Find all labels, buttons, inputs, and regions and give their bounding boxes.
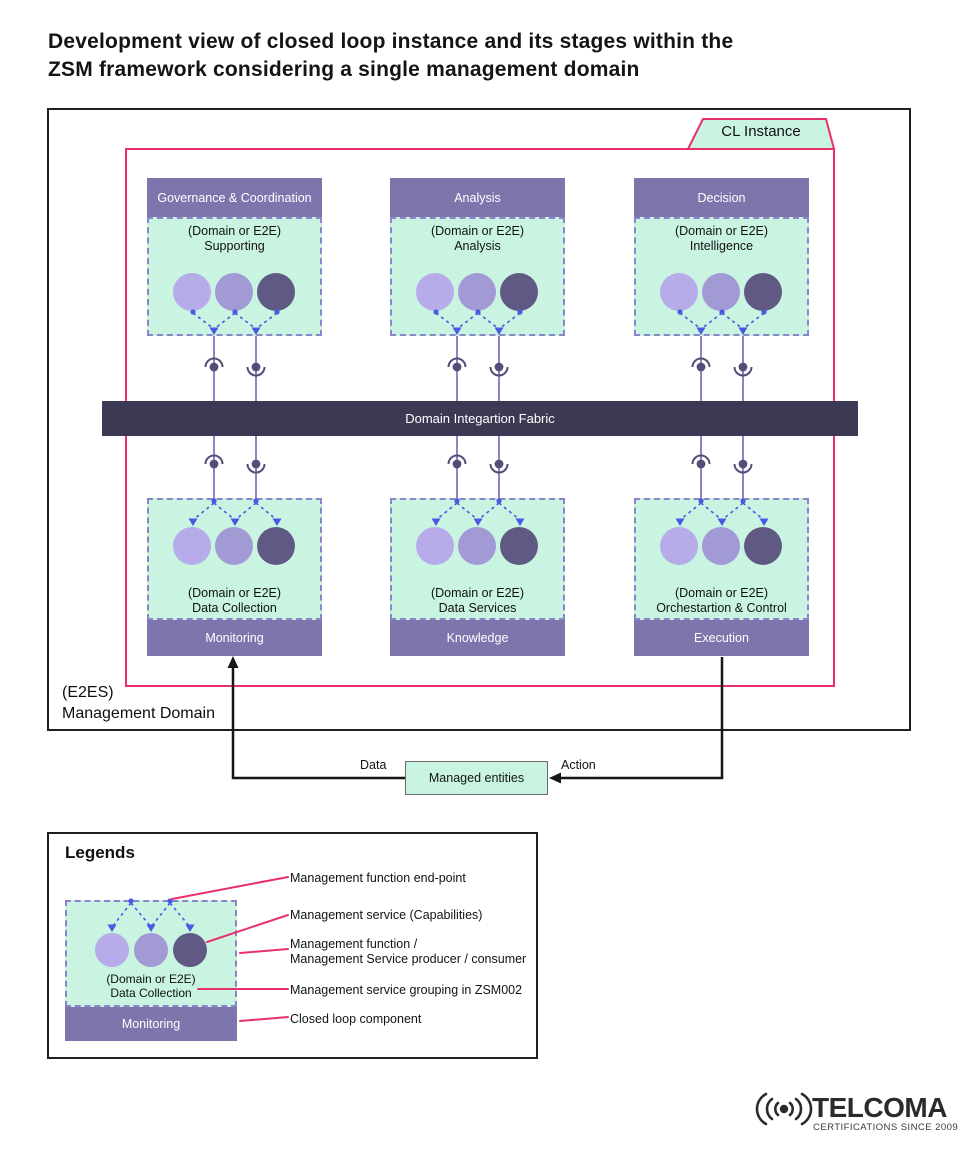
group-name: Orchestartion & Control (656, 600, 787, 615)
management-function-circle (416, 273, 454, 311)
management-function-circle (458, 273, 496, 311)
management-function-circle (744, 273, 782, 311)
management-domain-box (47, 108, 911, 731)
management-functions (95, 933, 207, 967)
management-functions (173, 527, 295, 565)
e2es-label: (E2ES) (62, 684, 114, 701)
legend-item-cl-component: Closed loop component (290, 1012, 422, 1026)
stage-governance-coordination: Governance & Coordination (Domain or E2E… (147, 178, 322, 336)
management-service-group: (Domain or E2E)Data Collection (65, 900, 237, 1007)
cl-instance-label: CL Instance (721, 123, 801, 140)
management-function-circle (702, 527, 740, 565)
group-scope: (Domain or E2E) (430, 224, 525, 238)
fabric-label: Domain Integartion Fabric (405, 411, 555, 426)
legend-sample-block: (Domain or E2E)Data Collection Monitorin… (65, 900, 237, 1041)
management-functions (416, 273, 538, 311)
management-service-group: (Domain or E2E)Data Collection (147, 498, 322, 620)
legend-item-service: Management service (Capabilities) (290, 908, 483, 922)
management-function-circle (458, 527, 496, 565)
page-title-line2: ZSM framework considering a single manag… (48, 58, 640, 81)
management-functions (416, 527, 538, 565)
management-function-circle (95, 933, 129, 967)
management-service-group: (Domain or E2E)Intelligence (634, 217, 809, 336)
managed-entities-label: Managed entities (428, 771, 525, 785)
stage-analysis: Analysis (Domain or E2E)Analysis (390, 178, 565, 336)
management-function-circle (660, 273, 698, 311)
management-function-circle (744, 527, 782, 565)
management-service-group: (Domain or E2E)Supporting (147, 217, 322, 336)
stage-footer: Execution (634, 620, 809, 656)
stage-monitoring: (Domain or E2E)Data Collection Monitorin… (147, 498, 322, 656)
data-flow-label: Data (360, 758, 387, 772)
group-name: Intelligence (689, 238, 754, 253)
action-flow-label: Action (561, 758, 596, 772)
stage-footer: Monitoring (147, 620, 322, 656)
stage-footer: Monitoring (65, 1007, 237, 1041)
management-function-circle (500, 273, 538, 311)
legend-item-grouping: Management service grouping in ZSM002 (290, 983, 523, 997)
management-function-circle (257, 273, 295, 311)
stage-footer: Knowledge (390, 620, 565, 656)
group-scope: (Domain or E2E) (430, 586, 525, 600)
group-scope: (Domain or E2E) (674, 224, 769, 238)
management-function-circle (215, 273, 253, 311)
management-function-circle (173, 527, 211, 565)
group-name: Data Services (438, 600, 517, 615)
action-arrowhead (549, 772, 561, 784)
management-functions (660, 273, 782, 311)
management-function-circle (500, 527, 538, 565)
group-scope: (Domain or E2E) (187, 586, 282, 600)
managed-entities-box: Managed entities (405, 761, 548, 795)
stage-decision: Decision (Domain or E2E)Intelligence (634, 178, 809, 336)
page-title-line1: Development view of closed loop instance… (48, 30, 734, 53)
logo-wordmark: TELCOMA (812, 1092, 947, 1123)
group-scope: (Domain or E2E) (106, 972, 196, 986)
signal-icon (755, 1092, 813, 1126)
group-scope: (Domain or E2E) (187, 224, 282, 238)
stage-execution: (Domain or E2E)Orchestartion & Control E… (634, 498, 809, 656)
stage-knowledge: (Domain or E2E)Data Services Knowledge (390, 498, 565, 656)
group-name: Data Collection (192, 600, 277, 615)
legend-item-endpoint: Management function end-point (290, 871, 466, 885)
legends-title: Legends (65, 843, 135, 862)
management-function-circle (660, 527, 698, 565)
legends-box (47, 832, 538, 1059)
management-function-circle (257, 527, 295, 565)
management-functions (173, 273, 295, 311)
group-name: Data Collection (110, 986, 192, 1001)
management-domain-label: Management Domain (62, 705, 215, 722)
management-functions (660, 527, 782, 565)
group-name: Analysis (454, 238, 501, 253)
logo-tagline: CERTIFICATIONS SINCE 2009 (813, 1122, 959, 1133)
management-service-group: (Domain or E2E)Analysis (390, 217, 565, 336)
management-function-circle (416, 527, 454, 565)
management-function-circle (215, 527, 253, 565)
legend-item-producer-consumer: Management function / Management Service… (290, 937, 527, 966)
management-function-circle (702, 273, 740, 311)
stage-header: Decision (634, 178, 809, 217)
management-function-circle (173, 933, 207, 967)
management-service-group: (Domain or E2E)Data Services (390, 498, 565, 620)
management-service-group: (Domain or E2E)Orchestartion & Control (634, 498, 809, 620)
group-scope: (Domain or E2E) (674, 586, 769, 600)
stage-header: Analysis (390, 178, 565, 217)
group-name: Supporting (204, 238, 265, 253)
stage-header: Governance & Coordination (147, 178, 322, 217)
management-function-circle (134, 933, 168, 967)
domain-integration-fabric-bar: Domain Integartion Fabric (102, 401, 858, 436)
management-function-circle (173, 273, 211, 311)
